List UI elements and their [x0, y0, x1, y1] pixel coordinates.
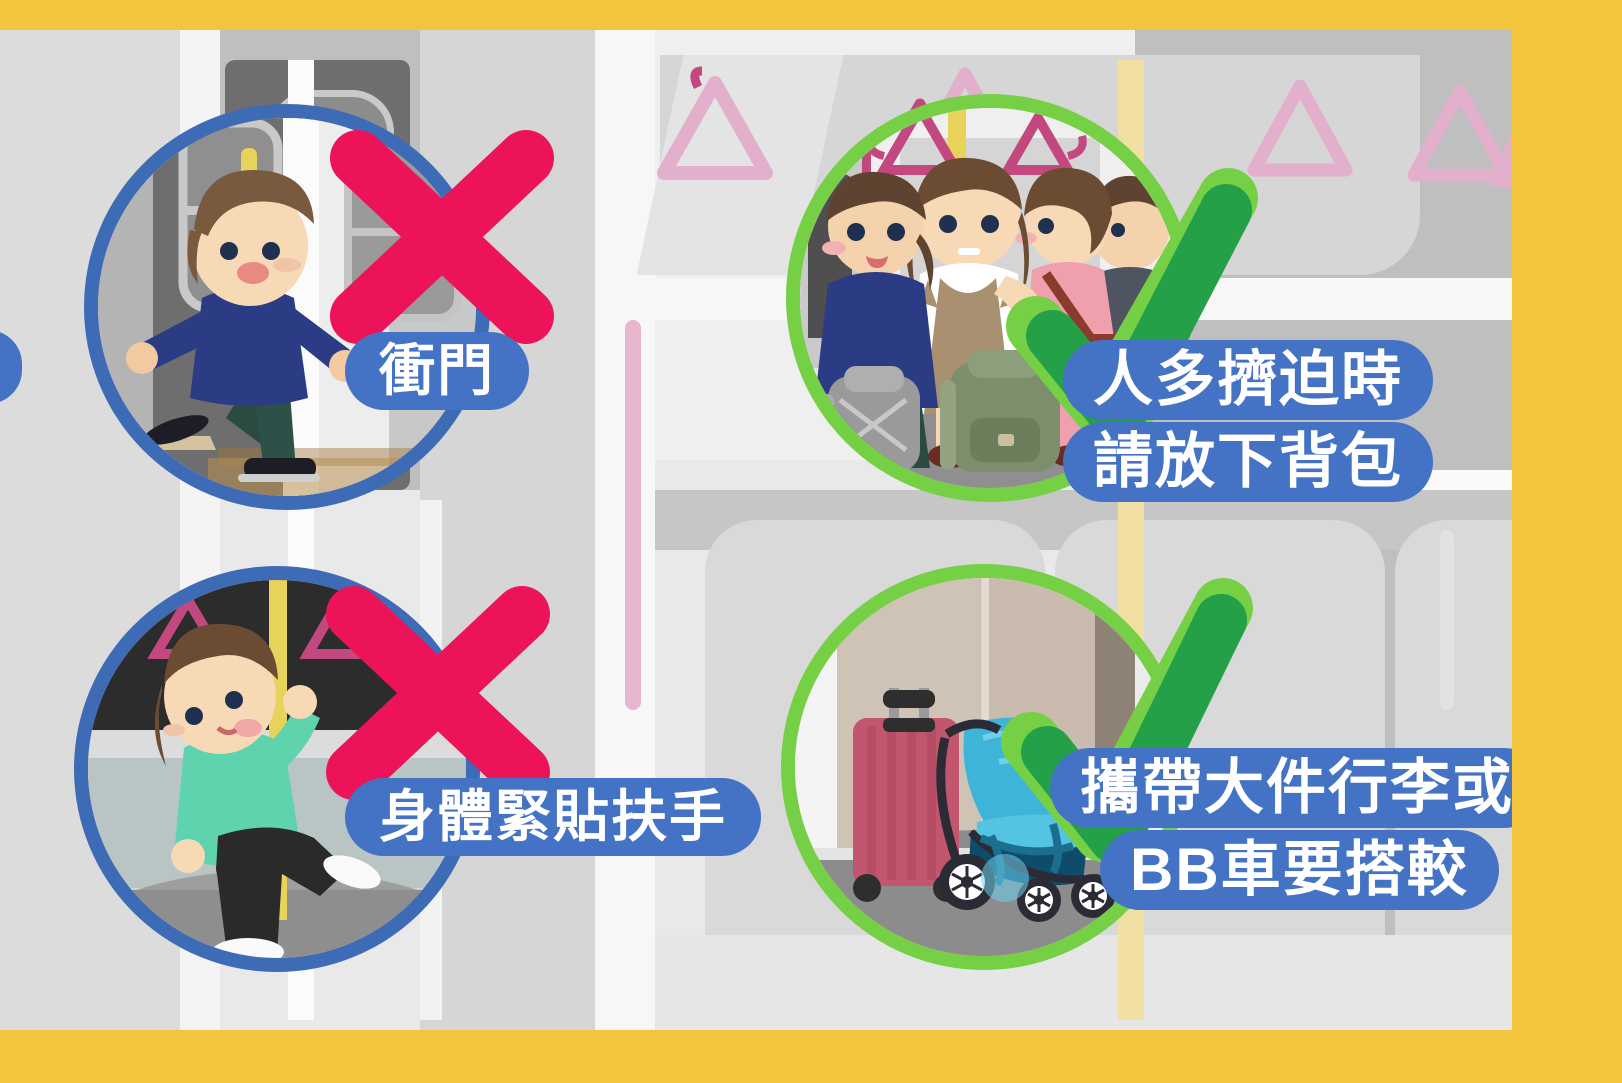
label-drop-backpack-line2: 請放下背包 — [1063, 422, 1433, 502]
frame-right — [1512, 0, 1622, 1083]
panel-luggage-stroller-illustration — [795, 578, 1173, 956]
cross-mark-icon — [326, 586, 550, 800]
label-luggage-stroller-line2: BB車要搭較 — [1100, 830, 1499, 910]
grab-pole-gray — [1440, 530, 1454, 710]
label-stub-left — [0, 330, 22, 404]
panel-luggage-stroller[interactable] — [795, 578, 1173, 956]
grab-pole-pink — [625, 320, 641, 710]
label-drop-backpack-line1: 人多擠迫時 — [1063, 340, 1433, 420]
label-lean-on-pole: 身體緊貼扶手 — [345, 778, 761, 856]
hand-strap-icon — [1240, 70, 1360, 190]
label-luggage-stroller-line1: 攜帶大件行李或 — [1050, 748, 1544, 828]
frame-top — [0, 0, 1622, 30]
cross-mark-icon — [330, 130, 554, 344]
hand-strap-icon — [650, 65, 780, 195]
frame-bottom — [0, 1030, 1622, 1083]
label-rush-door: 衝門 — [345, 332, 529, 410]
